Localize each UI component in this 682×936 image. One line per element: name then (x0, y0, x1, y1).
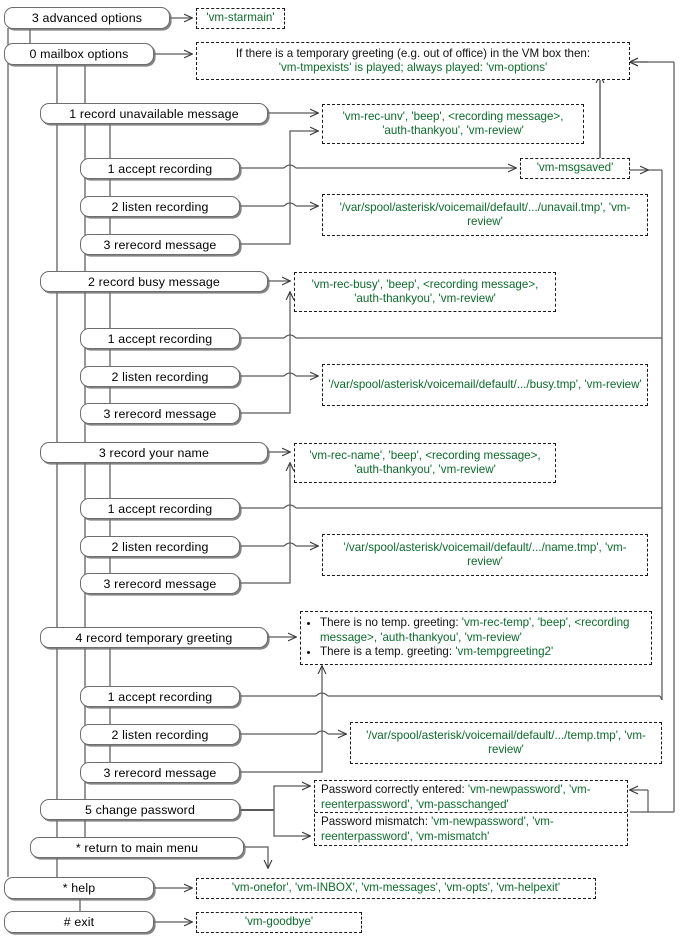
note-password-mismatch: Password mismatch: 'vm-newpassword', 'vm… (315, 813, 627, 845)
note-text: '/var/spool/asterisk/voicemail/default/.… (366, 728, 646, 757)
node-name-rerecord-message[interactable]: 3 rerecord message (80, 573, 240, 594)
node-advanced-options[interactable]: 3 advanced options (4, 7, 170, 29)
node-name-listen-recording[interactable]: 2 listen recording (80, 536, 240, 557)
node-label: 1 accept recording (107, 689, 213, 704)
note-text: 'vm-msgsaved' (536, 161, 614, 175)
note-password-results: Password correctly entered: 'vm-newpassw… (314, 780, 628, 846)
node-unavail-accept-recording[interactable]: 1 accept recording (80, 158, 240, 179)
node-label: 4 record temporary greeting (75, 630, 233, 645)
note-vm-msgsaved: 'vm-msgsaved' (520, 158, 630, 179)
note-password-mismatch-value: 'vm-newpassword', 'vm-reenterpassword', … (321, 815, 554, 843)
node-busy-listen-recording[interactable]: 2 listen recording (80, 366, 240, 387)
node-label: 2 listen recording (111, 539, 209, 554)
note-text: 'vm-rec-unv', 'beep', <recording message… (342, 109, 564, 138)
node-busy-accept-recording[interactable]: 1 accept recording (80, 328, 240, 349)
note-text: '/var/spool/asterisk/voicemail/default/.… (339, 200, 631, 229)
node-label: 3 rerecord message (103, 576, 217, 591)
node-label: 3 rerecord message (103, 237, 217, 252)
node-label: # exit (63, 915, 95, 929)
temp-greeting-case-yes-value: 'vm-tempgreeting2' (455, 645, 554, 659)
temp-greeting-case-no: There is no temp. greeting: 'vm-rec-temp… (320, 616, 646, 645)
note-password-mismatch-label: Password mismatch: (321, 815, 432, 828)
node-unavail-rerecord-message[interactable]: 3 rerecord message (80, 234, 240, 255)
note-temp-tmp-path: '/var/spool/asterisk/voicemail/default/.… (350, 722, 662, 764)
node-record-unavailable-message[interactable]: 1 record unavailable message (40, 103, 268, 124)
note-busy-tmp-path: '/var/spool/asterisk/voicemail/default/.… (322, 364, 648, 406)
node-label: 3 record your name (98, 445, 210, 460)
node-unavail-listen-recording[interactable]: 2 listen recording (80, 196, 240, 217)
temp-greeting-list: There is no temp. greeting: 'vm-rec-temp… (306, 616, 646, 660)
temp-greeting-case-no-value: 'vm-rec-temp', 'beep', <recording messag… (320, 616, 630, 644)
note-text-intro: If there is a temporary greeting (e.g. o… (235, 46, 591, 60)
node-temp-listen-recording[interactable]: 2 listen recording (80, 724, 240, 745)
node-exit[interactable]: # exit (4, 911, 154, 933)
note-vm-goodbye: 'vm-goodbye' (196, 912, 362, 933)
note-password-correct-label: Password correctly entered: (321, 783, 468, 796)
node-label: 2 listen recording (111, 727, 209, 742)
temp-greeting-case-yes: There is a temp. greeting: 'vm-tempgreet… (320, 645, 646, 660)
node-label: 2 listen recording (111, 199, 209, 214)
node-return-to-main-menu[interactable]: * return to main menu (30, 837, 244, 858)
note-text: 'vm-onefor', 'vm-INBOX', 'vm-messages', … (231, 881, 561, 895)
node-label: 0 mailbox options (29, 47, 129, 61)
note-text-detail: 'vm-tmpexists' is played; always played:… (278, 61, 548, 74)
note-vm-starmain: 'vm-starmain' (196, 8, 285, 29)
node-label: 1 accept recording (107, 331, 213, 346)
node-label: 3 rerecord message (103, 765, 217, 780)
node-label: 1 record unavailable message (69, 106, 239, 121)
note-vm-rec-busy: 'vm-rec-busy', 'beep', <recording messag… (294, 272, 556, 312)
note-text: 'vm-goodbye' (244, 915, 314, 929)
node-label: 3 advanced options (31, 11, 143, 25)
note-text: 'vm-starmain' (206, 11, 275, 25)
node-help[interactable]: * help (4, 877, 154, 899)
note-unavail-tmp-path: '/var/spool/asterisk/voicemail/default/.… (322, 194, 648, 236)
node-label: * help (62, 881, 96, 895)
node-record-temporary-greeting[interactable]: 4 record temporary greeting (40, 627, 268, 648)
note-text: 'vm-rec-busy', 'beep', <recording messag… (311, 277, 539, 306)
node-temp-rerecord-message[interactable]: 3 rerecord message (80, 762, 240, 783)
node-record-your-name[interactable]: 3 record your name (40, 442, 268, 463)
node-temp-accept-recording[interactable]: 1 accept recording (80, 686, 240, 707)
node-label: 2 record busy message (88, 274, 220, 289)
node-label: 3 rerecord message (103, 406, 217, 421)
note-vm-rec-unv: 'vm-rec-unv', 'beep', <recording message… (322, 104, 584, 144)
note-password-correct-value: 'vm-newpassword', 'vm-reenterpassword', … (321, 783, 591, 811)
note-mailbox-options: If there is a temporary greeting (e.g. o… (196, 42, 630, 80)
node-busy-rerecord-message[interactable]: 3 rerecord message (80, 403, 240, 424)
note-help-sounds: 'vm-onefor', 'vm-INBOX', 'vm-messages', … (196, 878, 596, 899)
note-temp-greeting-cases: There is no temp. greeting: 'vm-rec-temp… (300, 611, 652, 665)
note-name-tmp-path: '/var/spool/asterisk/voicemail/default/.… (322, 534, 648, 576)
temp-greeting-case-no-label: There is no temp. greeting: (320, 616, 462, 630)
node-label: 2 listen recording (111, 369, 209, 384)
note-text: 'vm-rec-name', 'beep', <recording messag… (309, 448, 541, 477)
node-label: 5 change password (84, 802, 195, 817)
node-change-password[interactable]: 5 change password (40, 799, 240, 820)
note-password-correct: Password correctly entered: 'vm-newpassw… (315, 781, 627, 813)
node-label: 1 accept recording (107, 161, 213, 176)
temp-greeting-case-yes-label: There is a temp. greeting: (320, 645, 456, 659)
note-text: '/var/spool/asterisk/voicemail/default/.… (328, 377, 642, 391)
note-text: '/var/spool/asterisk/voicemail/default/.… (343, 540, 627, 569)
node-label: 1 accept recording (107, 501, 213, 516)
node-record-busy-message[interactable]: 2 record busy message (40, 271, 268, 292)
node-name-accept-recording[interactable]: 1 accept recording (80, 498, 240, 519)
node-label: * return to main menu (75, 840, 199, 855)
note-vm-rec-name: 'vm-rec-name', 'beep', <recording messag… (294, 443, 556, 483)
node-mailbox-options[interactable]: 0 mailbox options (4, 43, 154, 65)
